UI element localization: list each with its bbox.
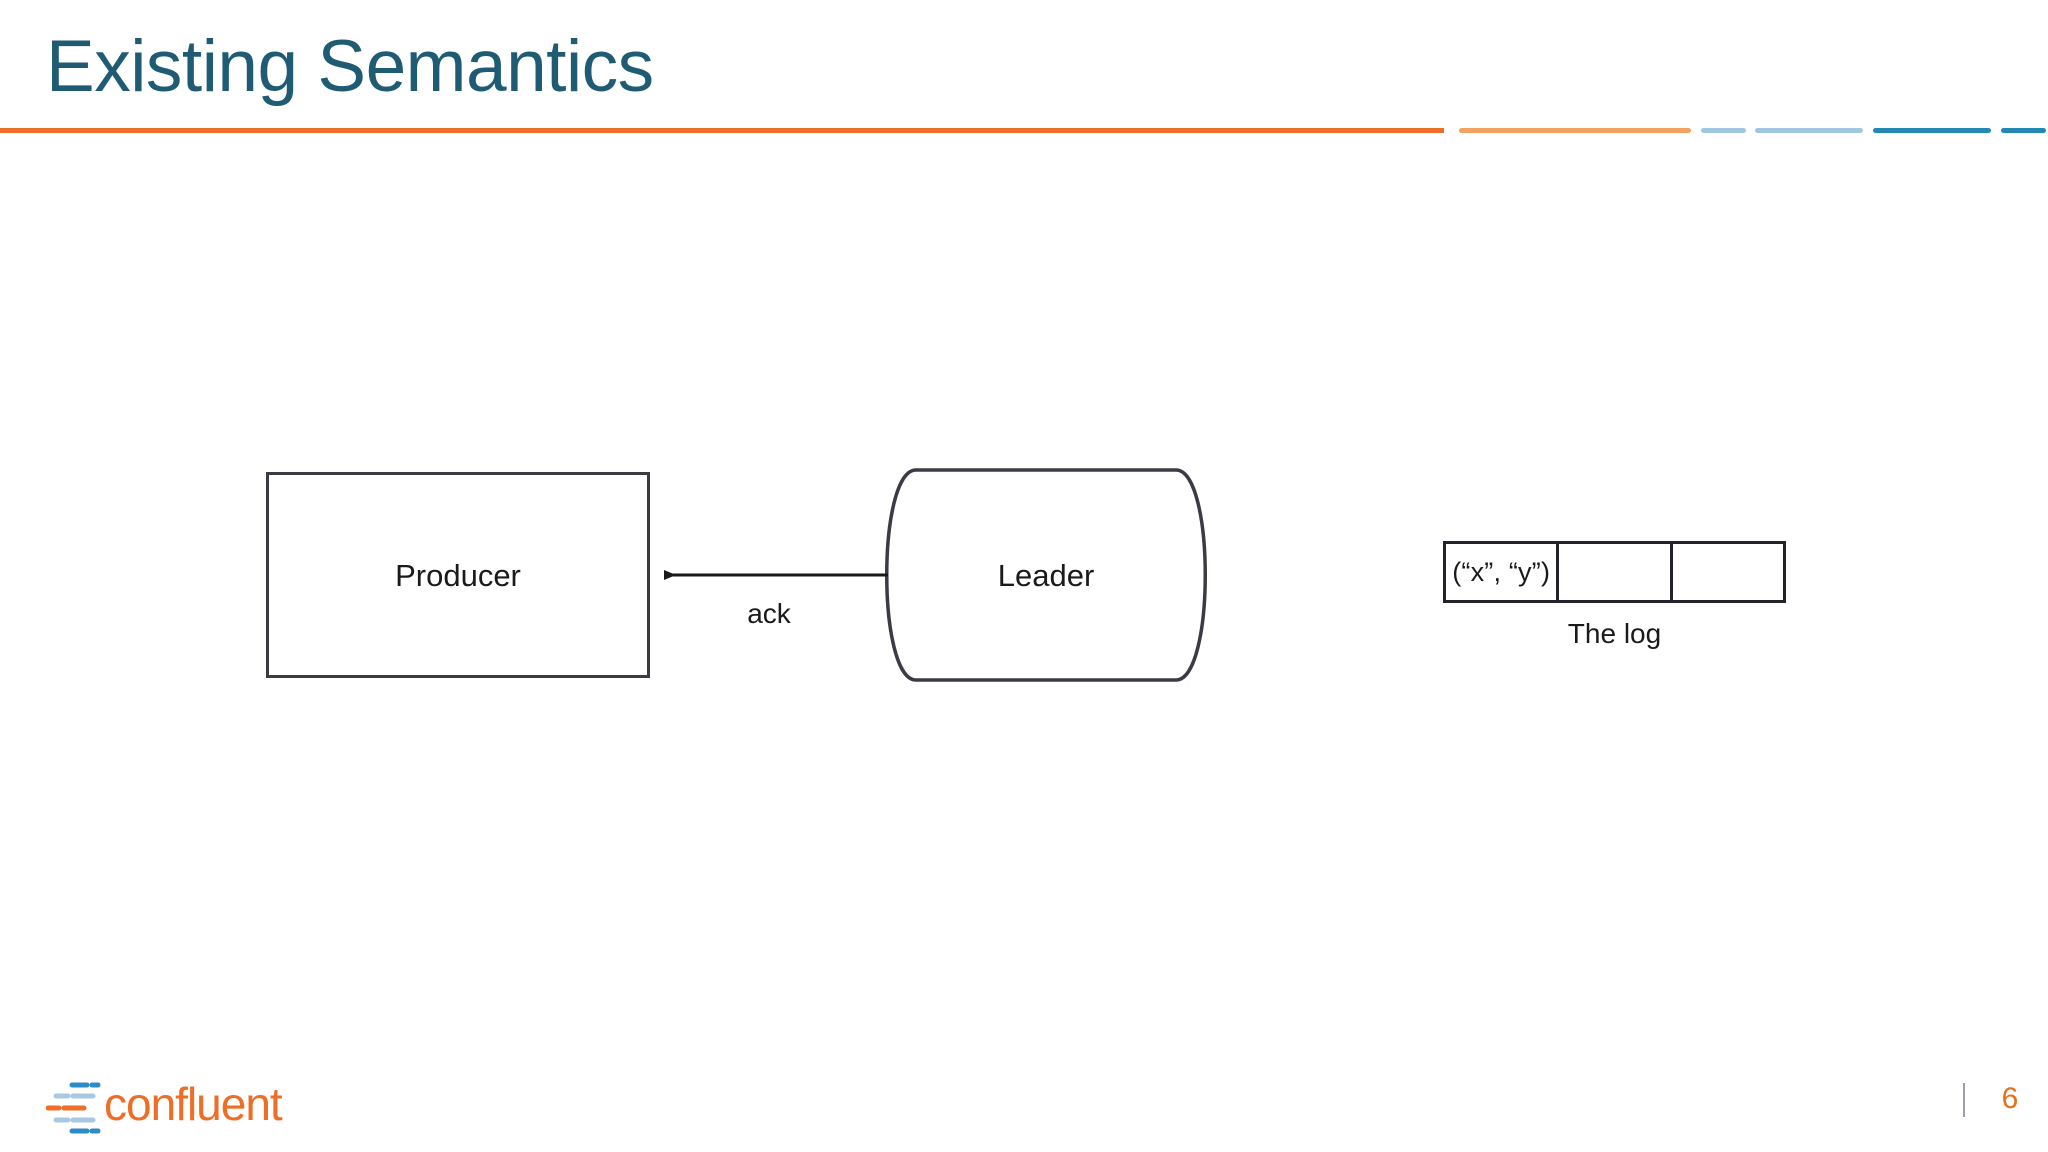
rule-segment-blue-1: [1873, 128, 1991, 133]
rule-segment-blue-2: [2001, 128, 2046, 133]
log-cell-2: [1669, 544, 1783, 600]
page-number-divider: [1963, 1083, 1965, 1117]
confluent-logo-mark: [46, 1082, 101, 1134]
page-number: 6: [2001, 1082, 2019, 1115]
producer-label: Producer: [395, 558, 521, 593]
rule-segment-light-blue-2: [1755, 128, 1863, 133]
ack-edge-label: ack: [747, 598, 791, 629]
page-title: Existing Semantics: [46, 26, 654, 107]
log-cell-1: [1556, 544, 1669, 600]
log-table: (“x”, “y”): [1443, 541, 1786, 603]
title-underline-rule: [0, 128, 1444, 133]
confluent-logo: confluent: [46, 1078, 284, 1134]
log-cell-0: (“x”, “y”): [1452, 556, 1551, 587]
rule-segment-light-orange-1: [1459, 128, 1691, 133]
confluent-wordmark: confluent: [104, 1078, 283, 1130]
log-caption: The log: [1567, 618, 1662, 649]
producer-node: [266, 472, 650, 678]
rule-segment-light-blue-1: [1701, 128, 1746, 133]
leader-label: Leader: [997, 558, 1095, 593]
